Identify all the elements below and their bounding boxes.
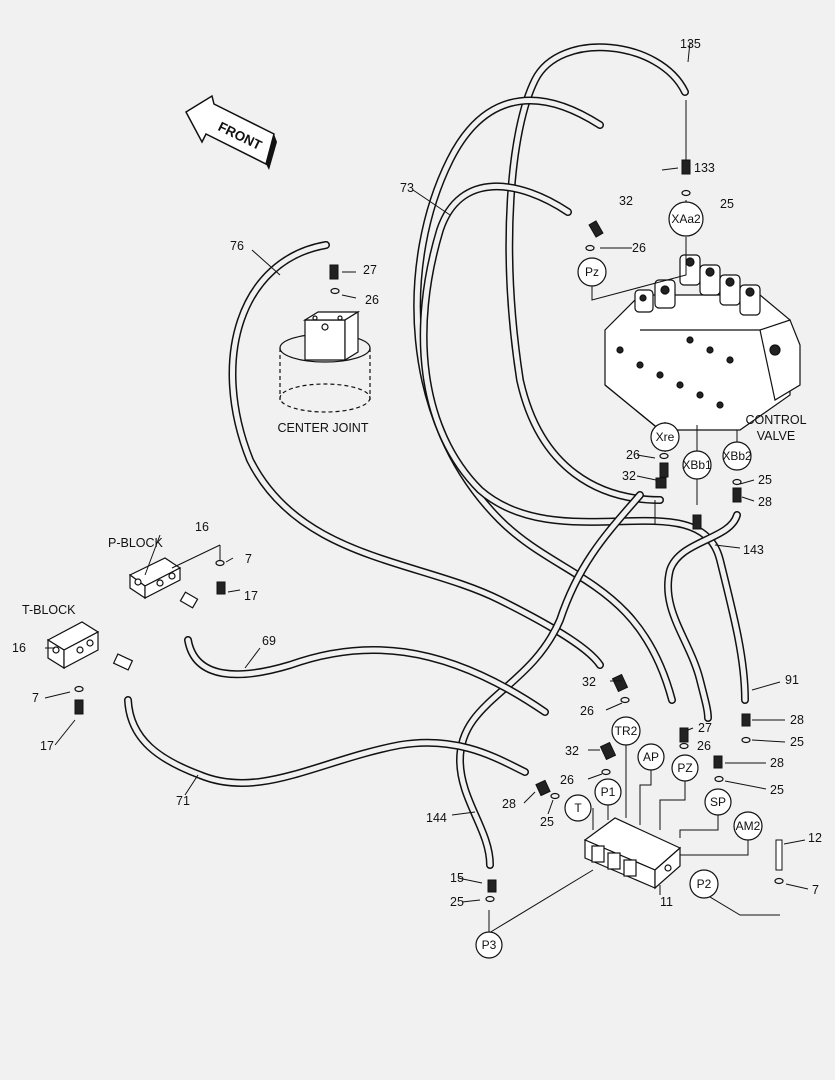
callout-25: 25 [450, 895, 464, 909]
callout-15: 15 [450, 871, 464, 885]
callout-28: 28 [790, 713, 804, 727]
svg-text:P2: P2 [697, 877, 712, 891]
center-joint [279, 310, 371, 413]
p-block-label: P-BLOCK [108, 536, 164, 550]
callout-26: 26 [697, 739, 711, 753]
port-pz-top: Pz [577, 257, 607, 287]
leader-lines [44, 41, 809, 934]
callout-133: 133 [694, 161, 715, 175]
port-tr2: TR2 [611, 716, 641, 746]
t-block-label: T-BLOCK [22, 603, 76, 617]
callout-32: 32 [582, 675, 596, 689]
callout-16: 16 [12, 641, 26, 655]
control-valve [604, 254, 801, 431]
callout-26: 26 [560, 773, 574, 787]
callout-135: 135 [680, 37, 701, 51]
port-xre: Xre [650, 422, 680, 452]
callout-25: 25 [790, 735, 804, 749]
callout-28: 28 [758, 495, 772, 509]
svg-text:XBb2: XBb2 [722, 449, 752, 463]
svg-text:PZ: PZ [677, 761, 692, 775]
callout-17: 17 [40, 739, 54, 753]
callout-7: 7 [812, 883, 819, 897]
fittings [74, 159, 783, 893]
hose-upper-32 [419, 182, 749, 704]
callout-25: 25 [720, 197, 734, 211]
callout-26: 26 [580, 704, 594, 718]
callout-7: 7 [245, 552, 252, 566]
svg-text:AP: AP [643, 750, 659, 764]
center-joint-label: CENTER JOINT [278, 421, 369, 435]
callout-11: 11 [660, 895, 673, 909]
t-block [46, 621, 134, 671]
port-xbb2: XBb2 [722, 441, 752, 471]
callout-28: 28 [502, 797, 516, 811]
callout-numbers: 135 133 25 73 32 26 76 27 26 26 32 25 28… [12, 37, 822, 909]
svg-text:T: T [574, 801, 582, 815]
callout-26: 26 [365, 293, 379, 307]
callout-143: 143 [743, 543, 764, 557]
svg-text:P1: P1 [601, 785, 616, 799]
svg-text:XAa2: XAa2 [671, 212, 701, 226]
hose-143 [664, 511, 741, 722]
port-xaa2: XAa2 [668, 201, 704, 237]
distribution-block [583, 817, 682, 890]
callout-25: 25 [770, 783, 784, 797]
front-arrow: FRONT [185, 94, 277, 170]
port-p1: P1 [594, 778, 622, 806]
callout-71: 71 [176, 794, 190, 808]
control-valve-label-2: VALVE [757, 429, 795, 443]
svg-text:P3: P3 [482, 938, 497, 952]
svg-text:Xre: Xre [656, 430, 675, 444]
callout-32: 32 [619, 194, 633, 208]
hose-76 [228, 241, 604, 669]
callout-12: 12 [808, 831, 822, 845]
port-am2: AM2 [733, 811, 763, 841]
port-ap: AP [637, 743, 665, 771]
svg-text:SP: SP [710, 795, 726, 809]
callout-69: 69 [262, 634, 276, 648]
port-sp: SP [704, 788, 732, 816]
callout-27: 27 [698, 721, 712, 735]
svg-text:AM2: AM2 [736, 819, 761, 833]
callout-17: 17 [244, 589, 258, 603]
svg-text:Pz: Pz [585, 265, 599, 279]
svg-text:TR2: TR2 [615, 724, 638, 738]
hoses [124, 43, 749, 869]
port-xbb1: XBb1 [682, 450, 712, 480]
port-p3: P3 [475, 931, 503, 959]
callout-91: 91 [785, 673, 799, 687]
callout-16: 16 [195, 520, 209, 534]
callout-7: 7 [32, 691, 39, 705]
callout-27: 27 [363, 263, 377, 277]
callout-73: 73 [400, 181, 414, 195]
port-circles: XAa2 Pz Xre XBb1 XBb2 TR2 AP PZ SP AM2 P… [475, 201, 763, 959]
callout-25: 25 [540, 815, 554, 829]
port-p2: P2 [689, 869, 719, 899]
hose-71 [124, 696, 529, 787]
callout-144: 144 [426, 811, 447, 825]
callout-26: 26 [626, 448, 640, 462]
svg-text:XBb1: XBb1 [682, 458, 712, 472]
hose-135 [505, 43, 689, 504]
port-t: T [564, 794, 592, 822]
p-block [128, 557, 199, 609]
callout-32: 32 [565, 744, 579, 758]
callout-26: 26 [632, 241, 646, 255]
port-pz-low: PZ [671, 754, 699, 782]
callout-76: 76 [230, 239, 244, 253]
callout-25: 25 [758, 473, 772, 487]
hose-69 [184, 636, 549, 716]
callout-32: 32 [622, 469, 636, 483]
control-valve-label-1: CONTROL [745, 413, 806, 427]
callout-28: 28 [770, 756, 784, 770]
